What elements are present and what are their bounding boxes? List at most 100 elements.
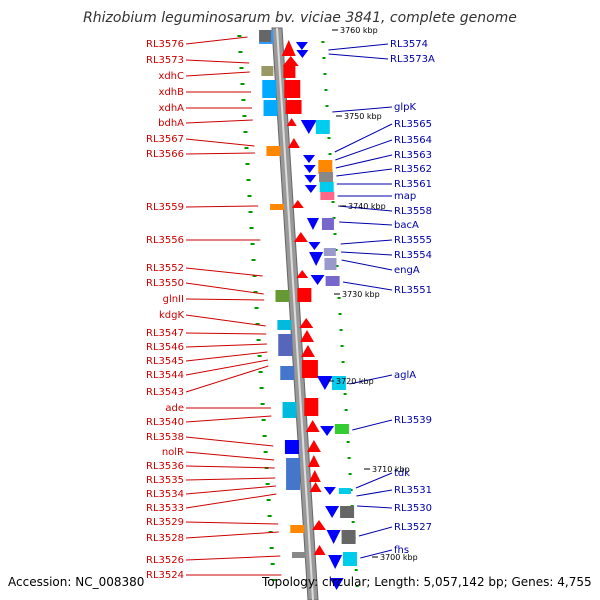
tick-mark-right xyxy=(323,73,327,75)
tick-mark-left xyxy=(258,371,263,373)
tick-mark-left xyxy=(267,515,272,517)
reverse-gene-block xyxy=(319,182,334,192)
tick-mark-left xyxy=(244,147,249,149)
leader-line xyxy=(185,493,277,509)
leader-line xyxy=(355,472,393,489)
gene-label-left: RL3524 xyxy=(146,570,184,581)
leader-line xyxy=(185,267,263,277)
leader-line xyxy=(185,365,269,393)
gene-label-right: RL3563 xyxy=(394,150,432,161)
leader-line xyxy=(328,43,389,51)
forward-gene-arrow xyxy=(300,330,315,342)
leader-line xyxy=(185,521,279,525)
leader-line xyxy=(332,106,393,113)
gene-label-left: RL3528 xyxy=(146,533,184,544)
tick-mark-left xyxy=(250,243,255,245)
tick-mark-right xyxy=(341,361,345,363)
leader-line xyxy=(360,549,393,559)
gene-label-left: RL3546 xyxy=(146,342,184,353)
gene-label-left: RL3543 xyxy=(146,387,184,398)
forward-gene-block xyxy=(282,402,297,418)
tick-mark-right xyxy=(327,137,331,139)
tick-mark-right xyxy=(351,521,355,523)
gene-label-right: RL3530 xyxy=(394,503,432,514)
kbp-label: 3710 kbp xyxy=(372,465,410,474)
reverse-gene-arrow xyxy=(328,555,343,569)
forward-gene-arrow xyxy=(291,200,304,208)
forward-gene-box xyxy=(283,66,296,78)
tick-mark-right xyxy=(349,489,353,491)
forward-gene-block xyxy=(278,334,293,356)
label-leaders xyxy=(185,36,393,576)
topology-text: Topology: circular; Length: 5,057,142 bp… xyxy=(261,575,592,589)
reverse-gene-block xyxy=(315,120,330,134)
tick-mark-left xyxy=(246,179,251,181)
gene-label-left: glnII xyxy=(163,294,184,305)
reverse-gene-block xyxy=(320,192,335,200)
forward-gene-arrow xyxy=(299,318,314,328)
tick-mark-left xyxy=(242,115,247,117)
tick-mark-right xyxy=(343,393,347,395)
leader-line xyxy=(349,374,393,385)
tick-mark-right xyxy=(335,265,339,267)
gene-label-right: RL3562 xyxy=(394,164,432,175)
reverse-gene-block xyxy=(341,530,356,544)
gene-label-right: map xyxy=(394,191,416,202)
forward-gene-block xyxy=(270,204,285,210)
tick-mark-right xyxy=(331,201,335,203)
forward-gene-arrow xyxy=(309,482,322,492)
kbp-label: 3760 kbp xyxy=(340,26,378,35)
kbp-label: 3740 kbp xyxy=(348,202,386,211)
tick-mark-left xyxy=(259,387,264,389)
tick-mark-left xyxy=(257,355,262,357)
kbp-label: 3720 kbp xyxy=(336,377,374,386)
tick-mark-right xyxy=(334,249,338,251)
gene-label-left: bdhA xyxy=(158,118,184,129)
gene-label-left: kdgK xyxy=(159,310,184,321)
forward-gene-box xyxy=(297,288,312,302)
reverse-gene-arrow xyxy=(326,530,341,544)
tick-mark-right xyxy=(340,345,344,347)
leader-line xyxy=(358,526,393,537)
gene-label-left: RL3538 xyxy=(146,432,184,443)
leader-line xyxy=(334,123,393,153)
gene-label-right: RL3554 xyxy=(394,250,432,261)
gene-label-left: RL3547 xyxy=(146,328,184,339)
tick-mark-left xyxy=(248,211,253,213)
tick-mark-left xyxy=(266,499,271,501)
tick-mark-right xyxy=(333,233,337,235)
reverse-gene-arrow xyxy=(303,165,316,173)
forward-gene-arrow xyxy=(300,345,315,357)
forward-gene-arrow xyxy=(293,232,308,242)
leader-line xyxy=(341,259,393,271)
gene-label-left: RL3576 xyxy=(146,39,184,50)
gene-label-left: RL3534 xyxy=(146,489,184,500)
leader-line xyxy=(185,477,276,481)
leader-line xyxy=(336,168,393,177)
gene-label-right: RL3565 xyxy=(394,119,432,130)
leader-line xyxy=(185,59,250,64)
leader-line xyxy=(185,152,255,155)
tick-mark-left xyxy=(249,227,254,229)
reverse-gene-block xyxy=(334,424,349,434)
gene-label-left: xdhA xyxy=(159,103,185,114)
gene-label-left: RL3552 xyxy=(146,263,184,274)
forward-gene-block xyxy=(259,30,272,42)
reverse-gene-arrow xyxy=(295,42,308,50)
gene-label-left: RL3566 xyxy=(146,149,184,160)
tick-mark-left xyxy=(263,451,268,453)
leader-line xyxy=(185,465,275,469)
gene-label-right: RL3527 xyxy=(394,522,432,533)
gene-label-right: RL3564 xyxy=(394,135,432,146)
leader-line xyxy=(185,205,259,208)
gene-label-left: RL3550 xyxy=(146,278,184,289)
tick-mark-left xyxy=(239,67,244,69)
reverse-gene-block xyxy=(324,258,337,270)
forward-gene-arrow xyxy=(287,138,300,148)
genome-title: Rhizobium leguminosarum bv. viciae 3841,… xyxy=(83,10,517,26)
leader-line xyxy=(356,489,393,497)
leader-line xyxy=(185,343,267,348)
forward-gene-arrow xyxy=(311,520,326,530)
gene-label-left: RL3567 xyxy=(146,134,184,145)
gene-label-left: RL3529 xyxy=(146,517,184,528)
